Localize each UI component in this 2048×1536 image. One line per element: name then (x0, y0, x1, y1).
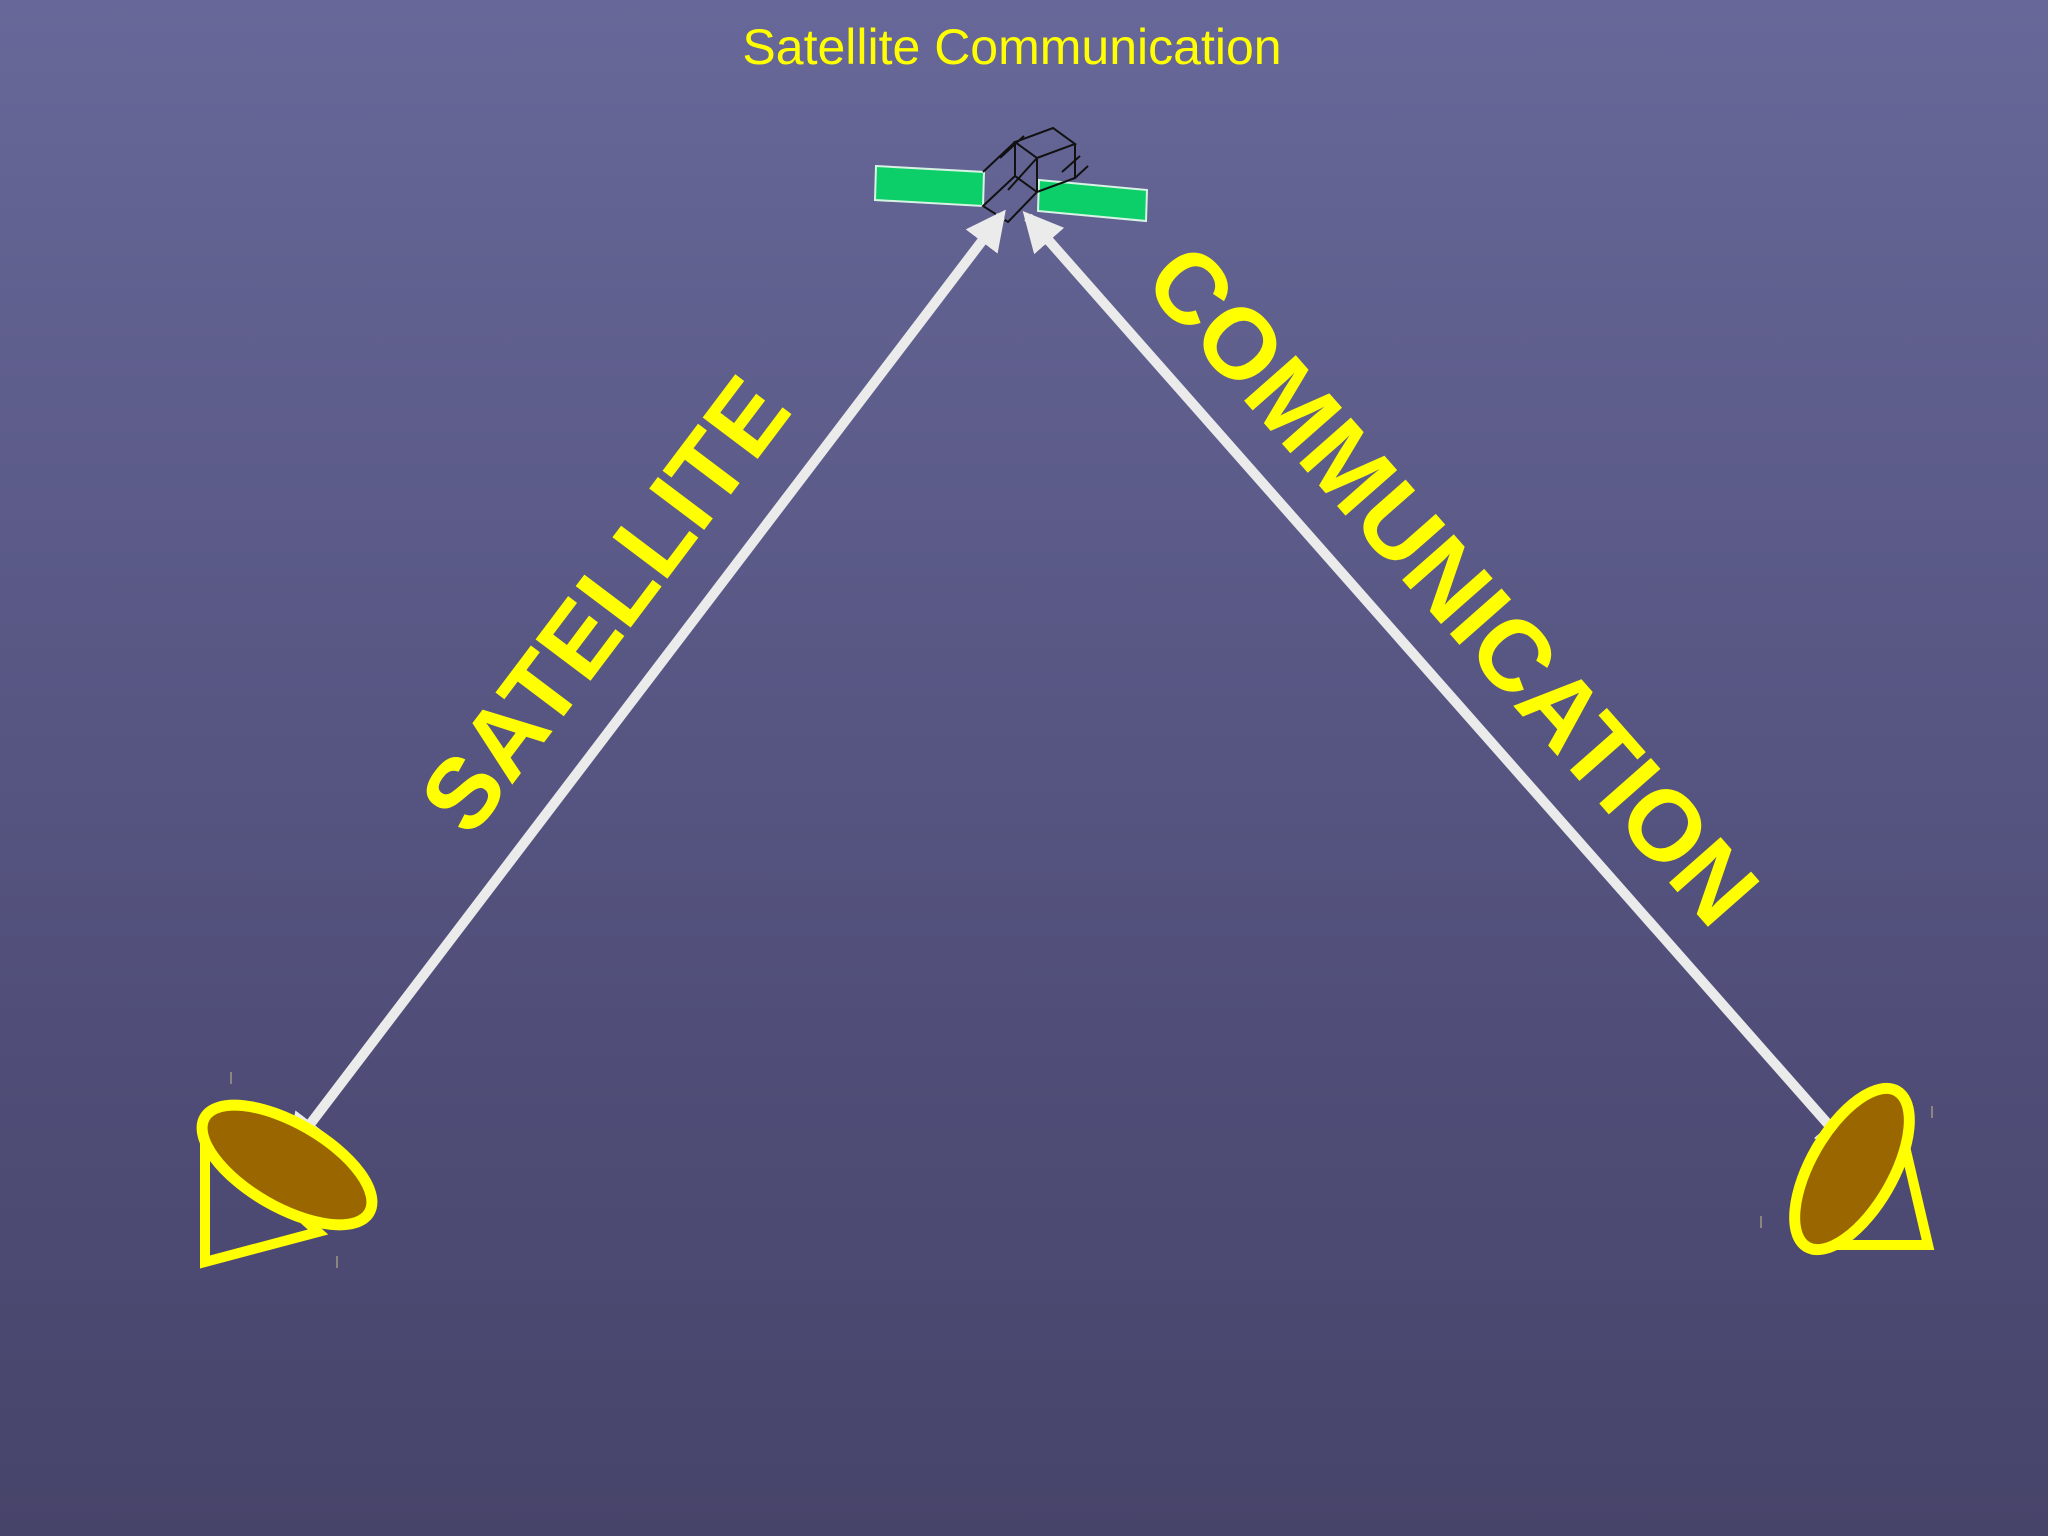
solar-panel-left (873, 164, 986, 208)
satellite-dish-icon (196, 1072, 378, 1269)
satellite-dish-icon (1760, 1082, 1935, 1256)
slide-title: Satellite Communication (742, 19, 1282, 75)
satellite-icon (873, 126, 1149, 224)
satellite-body (981, 126, 1089, 224)
uplink-arrow-left (287, 209, 1006, 1155)
link-label-satellite: SATELLITE (399, 357, 812, 853)
dish-reflector-left (196, 1099, 378, 1231)
downlink-arrow-right (1022, 211, 1856, 1155)
link-label-communication: COMMUNICATION (1124, 224, 1780, 947)
dish-reflector-right (1789, 1082, 1915, 1256)
